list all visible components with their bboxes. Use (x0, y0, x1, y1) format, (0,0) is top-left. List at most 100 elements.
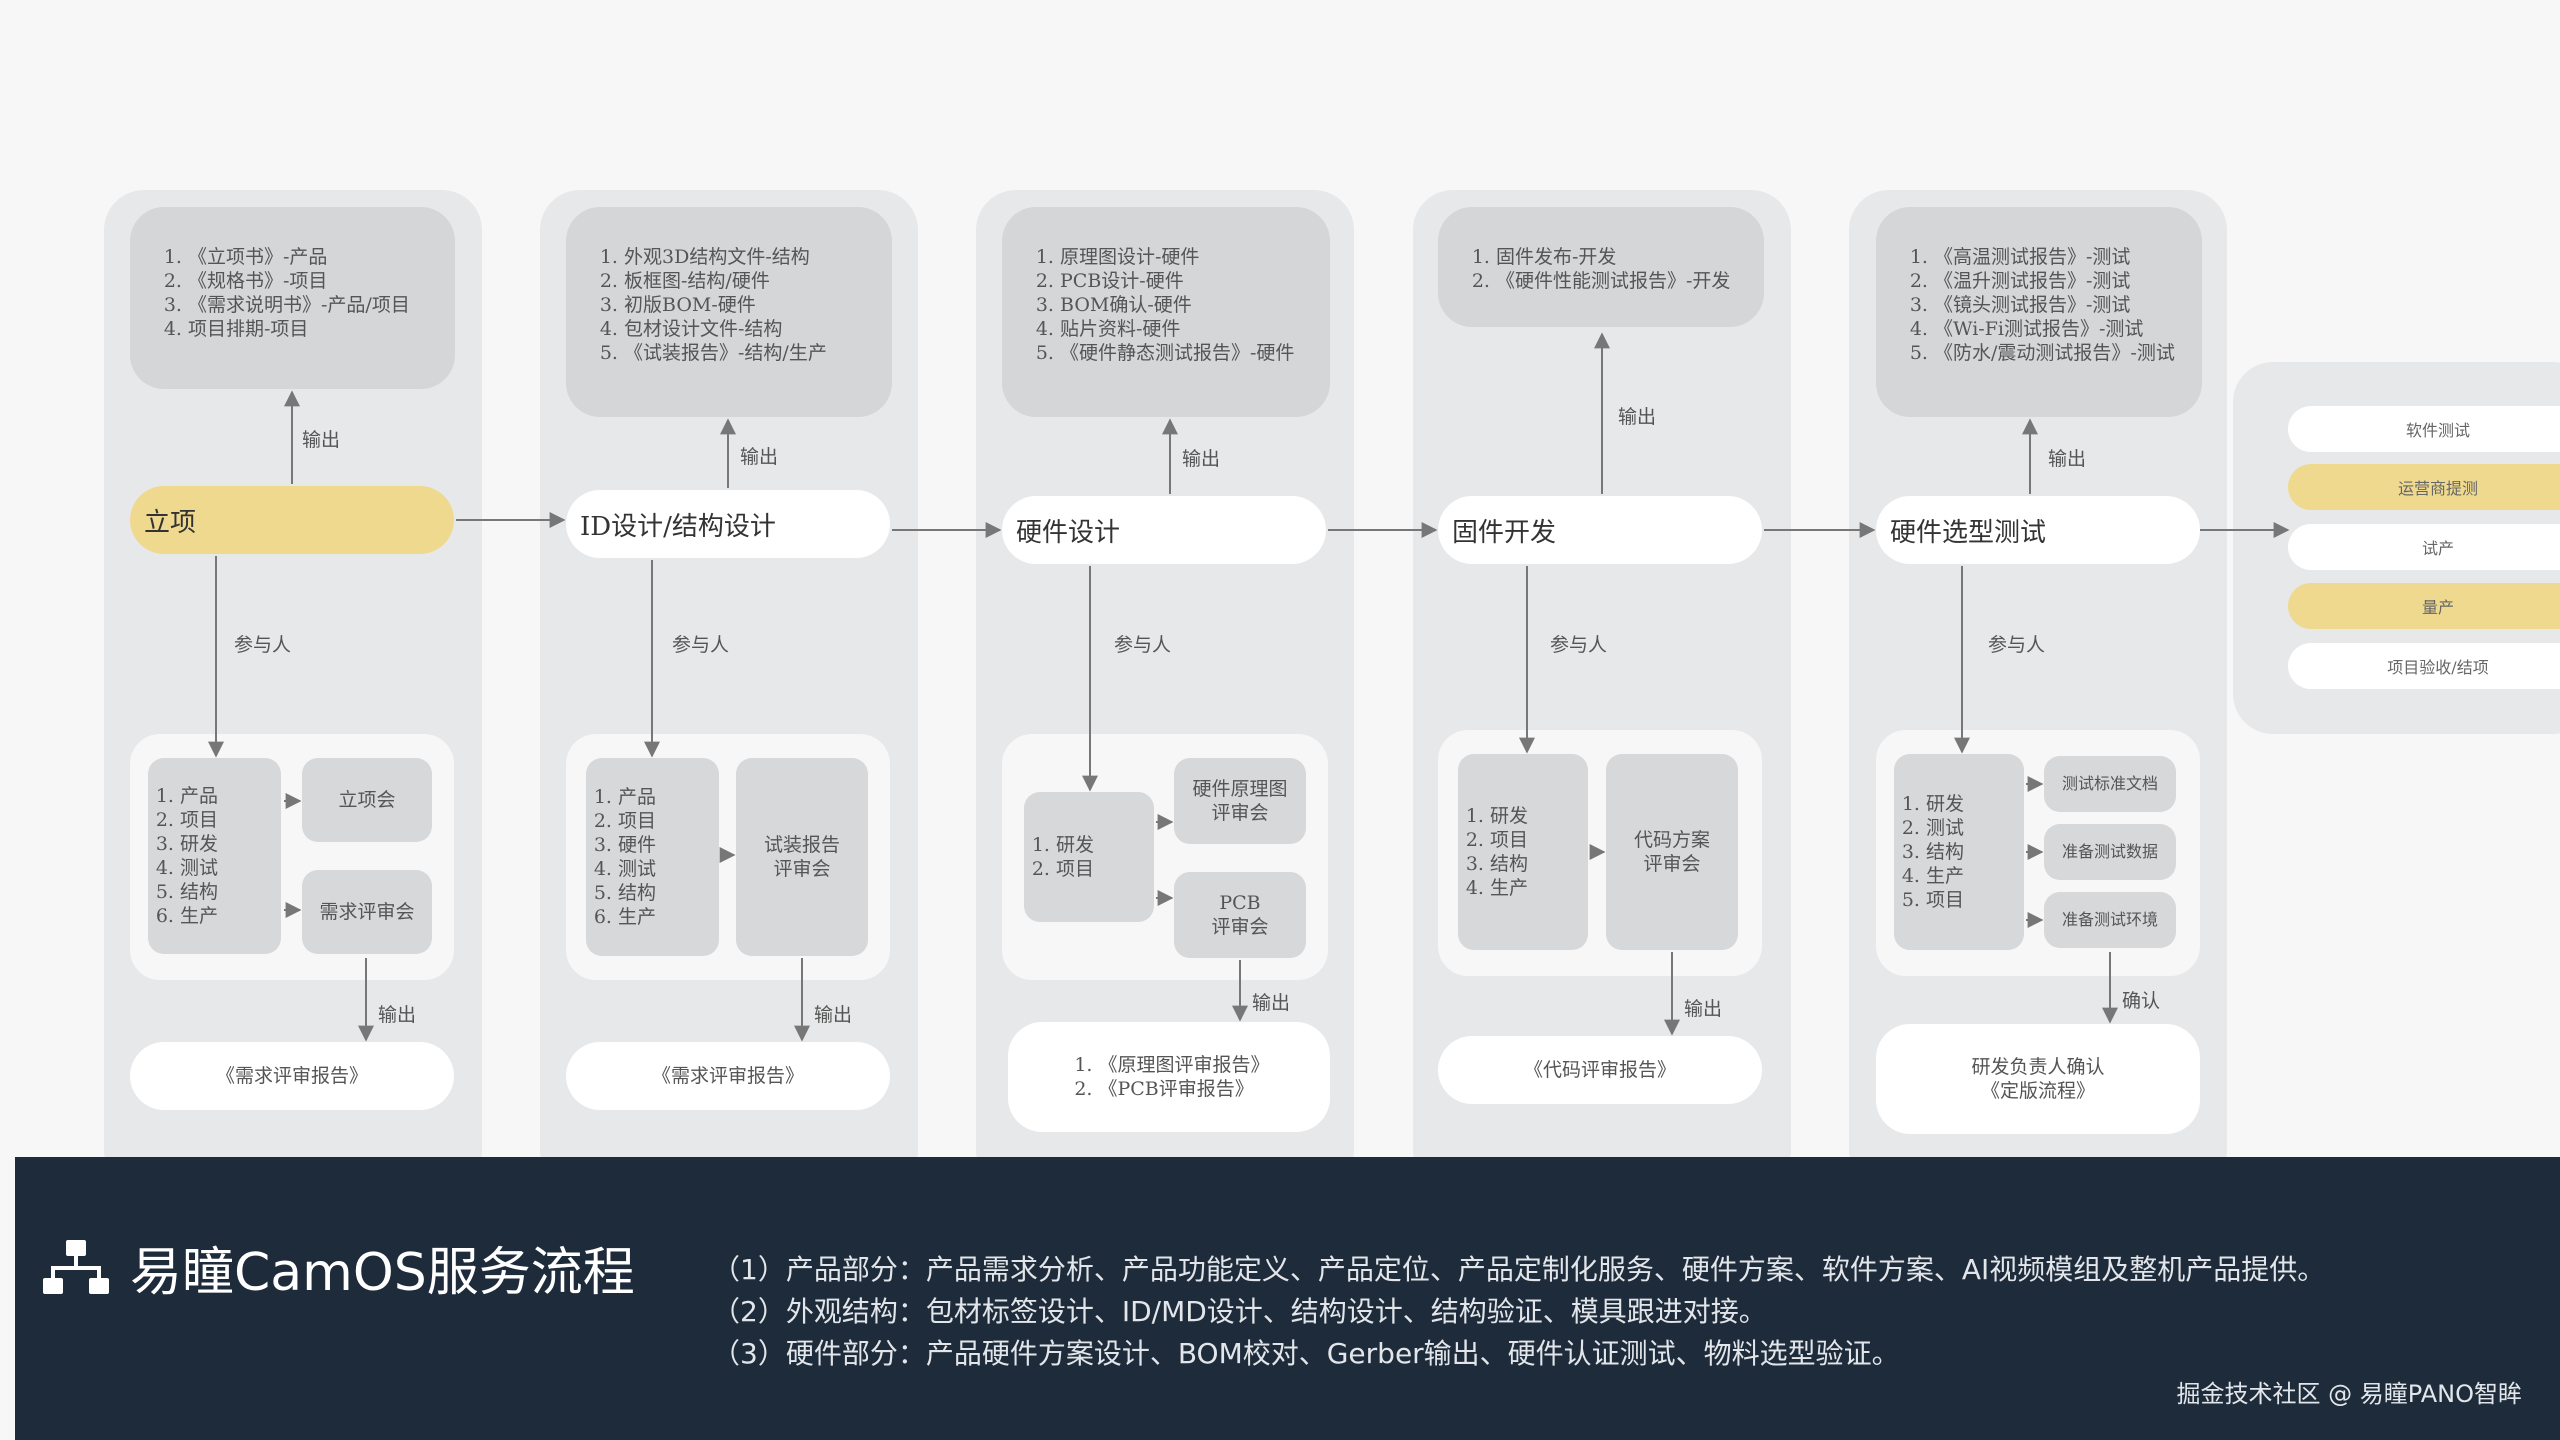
output-item: 包材设计文件-结构 (624, 317, 872, 341)
participant-item: 测试 (180, 856, 218, 880)
confirm-label: 确认 (2122, 990, 2161, 1012)
footer-description: （1）产品部分：产品需求分析、产品功能定义、产品定位、产品定制化服务、硬件方案、… (712, 1253, 2326, 1286)
participant-item: 测试 (1926, 816, 1964, 840)
meeting-box: PCB 评审会 (1174, 872, 1306, 958)
participant-item: 研发 (1490, 804, 1528, 828)
participant-item: 生产 (1490, 876, 1528, 900)
report-box: 《代码评审报告》 (1438, 1036, 1762, 1104)
participant-item: 项目 (1490, 828, 1528, 852)
participants-label: 参与人 (1988, 634, 2046, 656)
participant-item: 结构 (1490, 852, 1528, 876)
output-box: 固件发布-开发 《硬件性能测试报告》-开发 (1438, 207, 1764, 327)
output-label: 输出 (1684, 998, 1723, 1020)
output-item: 初版BOM-硬件 (624, 293, 872, 317)
participant-item: 结构 (1926, 840, 1964, 864)
participant-item: 项目 (1926, 888, 1964, 912)
stage-node[interactable]: 硬件设计 (1002, 496, 1326, 564)
output-item: 项目排期-项目 (188, 317, 435, 341)
meeting-box: 准备测试环境 (2044, 892, 2176, 948)
output-label: 输出 (740, 446, 779, 468)
report-box: 《原理图评审报告》 《PCB评审报告》 (1008, 1022, 1330, 1132)
output-item: 原理图设计-硬件 (1060, 245, 1310, 269)
participants-label: 参与人 (672, 634, 730, 656)
participant-item: 研发 (1926, 792, 1964, 816)
report-box: 《需求评审报告》 (566, 1042, 890, 1110)
participants-list: 研发 项目 (1024, 792, 1154, 922)
output-item: 板框图-结构/硬件 (624, 269, 872, 293)
output-item: 《需求说明书》-产品/项目 (188, 293, 435, 317)
participant-item: 研发 (1056, 833, 1094, 857)
participants-label: 参与人 (1114, 634, 1172, 656)
report-item: 《原理图评审报告》 (1098, 1053, 1269, 1077)
output-label: 输出 (814, 1004, 853, 1026)
output-item: 固件发布-开发 (1496, 245, 1744, 269)
output-box: 《高温测试报告》-测试 《温升测试报告》-测试 《镜头测试报告》-测试 《Wi-… (1876, 207, 2202, 417)
output-item: 《高温测试报告》-测试 (1934, 245, 2182, 269)
participant-item: 产品 (618, 785, 656, 809)
output-item: BOM确认-硬件 (1060, 293, 1310, 317)
participant-item: 生产 (180, 904, 218, 928)
meeting-box: 需求评审会 (302, 870, 432, 954)
stage-node[interactable]: 固件开发 (1438, 496, 1762, 564)
participant-item: 项目 (618, 809, 656, 833)
report-item: 《PCB评审报告》 (1098, 1077, 1269, 1101)
participant-item: 结构 (618, 881, 656, 905)
output-item: 《镜头测试报告》-测试 (1934, 293, 2182, 317)
side-step: 量产 (2288, 583, 2560, 629)
output-item: 《Wi-Fi测试报告》-测试 (1934, 317, 2182, 341)
side-step: 软件测试 (2288, 406, 2560, 452)
participant-item: 项目 (180, 808, 218, 832)
output-label: 输出 (1252, 992, 1291, 1014)
meeting-box: 立项会 (302, 758, 432, 842)
credit-text: 掘金技术社区 @ 易瞳PANO智眸 (2176, 1380, 2522, 1408)
footer-bar (15, 1157, 2560, 1440)
stage-node[interactable]: 立项 (130, 486, 454, 554)
side-step: 运营商提测 (2288, 464, 2560, 510)
output-box: 《立项书》-产品 《规格书》-项目 《需求说明书》-产品/项目 项目排期-项目 (130, 207, 455, 389)
participants-list: 产品 项目 研发 测试 结构 生产 (148, 758, 281, 954)
meeting-box: 代码方案 评审会 (1606, 754, 1738, 950)
footer-description: （3）硬件部分：产品硬件方案设计、BOM校对、Gerber输出、硬件认证测试、物… (712, 1337, 1900, 1370)
output-box: 原理图设计-硬件 PCB设计-硬件 BOM确认-硬件 贴片资料-硬件 《硬件静态… (1002, 207, 1330, 417)
meeting-box: 测试标准文档 (2044, 756, 2176, 812)
participants-list: 产品 项目 硬件 测试 结构 生产 (586, 758, 719, 956)
participant-item: 项目 (1056, 857, 1094, 881)
meeting-box: 硬件原理图 评审会 (1174, 758, 1306, 844)
output-box: 外观3D结构文件-结构 板框图-结构/硬件 初版BOM-硬件 包材设计文件-结构… (566, 207, 892, 417)
participant-item: 生产 (618, 905, 656, 929)
output-label: 输出 (1182, 448, 1221, 470)
report-box: 研发负责人确认 《定版流程》 (1876, 1024, 2200, 1134)
output-label: 输出 (1618, 406, 1657, 428)
participants-list: 研发 项目 结构 生产 (1458, 754, 1588, 950)
output-item: 《试装报告》-结构/生产 (624, 341, 872, 365)
sitemap-icon (43, 1240, 109, 1294)
output-item: 《立项书》-产品 (188, 245, 435, 269)
participant-item: 研发 (180, 832, 218, 856)
meeting-box: 准备测试数据 (2044, 824, 2176, 880)
side-step: 项目验收/结项 (2288, 643, 2560, 689)
participant-item: 硬件 (618, 833, 656, 857)
meeting-box: 试装报告 评审会 (736, 758, 868, 956)
participants-list: 研发 测试 结构 生产 项目 (1894, 754, 2024, 950)
output-label: 输出 (2048, 448, 2087, 470)
output-item: 《硬件静态测试报告》-硬件 (1060, 341, 1310, 365)
stage-node[interactable]: 硬件选型测试 (1876, 496, 2200, 564)
output-label: 输出 (302, 429, 341, 451)
participant-item: 结构 (180, 880, 218, 904)
output-item: 《温升测试报告》-测试 (1934, 269, 2182, 293)
output-item: 贴片资料-硬件 (1060, 317, 1310, 341)
participant-item: 产品 (180, 784, 218, 808)
output-label: 输出 (378, 1004, 417, 1026)
output-item: 外观3D结构文件-结构 (624, 245, 872, 269)
output-item: PCB设计-硬件 (1060, 269, 1310, 293)
output-item: 《防水/震动测试报告》-测试 (1934, 341, 2182, 365)
footer-description: （2）外观结构：包材标签设计、ID/MD设计、结构设计、结构验证、模具跟进对接。 (712, 1295, 1767, 1328)
participant-item: 测试 (618, 857, 656, 881)
side-step: 试产 (2288, 524, 2560, 570)
participants-label: 参与人 (234, 634, 292, 656)
participant-item: 生产 (1926, 864, 1964, 888)
output-item: 《硬件性能测试报告》-开发 (1496, 269, 1744, 293)
stage-node[interactable]: ID设计/结构设计 (566, 490, 890, 558)
page-title: 易瞳CamOS服务流程 (130, 1243, 635, 1303)
output-item: 《规格书》-项目 (188, 269, 435, 293)
